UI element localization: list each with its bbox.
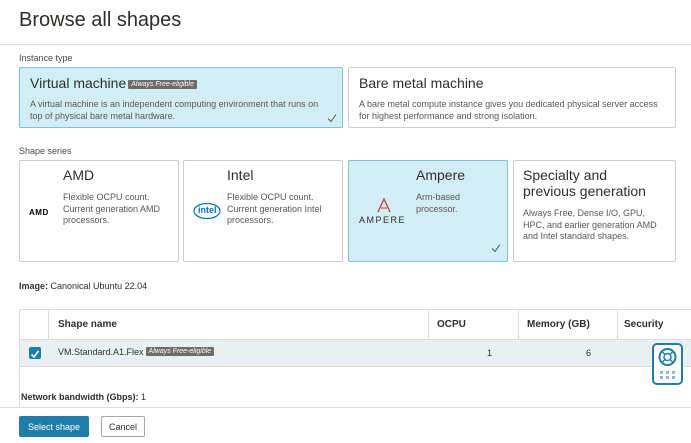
network-bandwidth: Network bandwidth (Gbps): 1	[21, 392, 146, 402]
memory-cell: 6	[586, 348, 592, 358]
cancel-button[interactable]: Cancel	[101, 416, 145, 437]
ocpu-cell: 1	[487, 348, 493, 358]
column-header-ocpu[interactable]: OCPU	[429, 310, 519, 339]
select-shape-button[interactable]: Select shape	[19, 416, 89, 437]
grid-icon	[660, 371, 675, 379]
bare-metal-title: Bare metal machine	[359, 75, 484, 91]
image-info: Image: Canonical Ubuntu 22.04	[19, 281, 147, 291]
check-icon	[491, 244, 501, 253]
intel-description: Flexible OCPU count. Current generation …	[227, 192, 322, 225]
ampere-logo-icon: AMPERE	[357, 196, 411, 226]
shape-series-intel[interactable]: Intel intel Flexible OCPU count. Current…	[183, 160, 343, 262]
help-button[interactable]	[652, 343, 683, 385]
intel-logo-icon: intel	[193, 202, 221, 220]
column-header-security[interactable]: Security	[624, 319, 664, 330]
shape-name-text: VM.Standard.A1.Flex	[58, 347, 144, 357]
row-checkbox[interactable]	[29, 347, 41, 359]
table-header-divider	[20, 339, 691, 340]
intel-logo-text: intel	[198, 205, 217, 215]
image-label: Image:	[19, 281, 49, 291]
ampere-description: Arm-based processor.	[416, 192, 461, 214]
header-divider	[0, 44, 691, 45]
shape-series-amd[interactable]: AMD AMD Flexible OCPU count. Current gen…	[19, 160, 179, 262]
shape-series-ampere[interactable]: Ampere AMPERE Arm-based processor.	[348, 160, 508, 262]
instance-type-description: A virtual machine is an independent comp…	[30, 99, 319, 121]
page-title: Browse all shapes	[19, 9, 182, 31]
network-bandwidth-value: 1	[141, 392, 147, 402]
shape-series-label: Shape series	[19, 146, 72, 156]
instance-type-label: Instance type	[19, 53, 73, 63]
specialty-title: Specialty and previous generation	[523, 167, 646, 199]
lifebuoy-icon	[658, 348, 677, 379]
check-icon	[327, 114, 337, 123]
column-header-shape-name[interactable]: Shape name	[49, 310, 429, 339]
specialty-description: Always Free, Dense I/O, GPU, HPC, and ea…	[523, 208, 657, 241]
ampere-logo-text: AMPERE	[359, 215, 407, 225]
column-header-memory[interactable]: Memory (GB)	[519, 310, 618, 339]
image-value: Canonical Ubuntu 22.04	[50, 281, 148, 291]
shapes-table: Shape name OCPU Memory (GB) Security VM.…	[19, 309, 691, 409]
instance-type-bare-metal[interactable]: Bare metal machine A bare metal compute …	[348, 67, 676, 128]
select-column-header	[20, 310, 49, 339]
network-bandwidth-label: Network bandwidth (Gbps):	[21, 392, 139, 402]
amd-logo-icon: AMD	[29, 208, 49, 217]
dialog-footer: Select shape Cancel	[0, 407, 691, 443]
amd-title: AMD	[63, 167, 95, 183]
intel-title: Intel	[227, 167, 254, 183]
checkmark-icon	[30, 350, 40, 359]
always-free-badge: Always Free-eligible	[145, 347, 215, 356]
bare-metal-description: A bare metal compute instance gives you …	[359, 99, 658, 121]
always-free-badge: Always Free-eligible	[128, 80, 197, 89]
shape-series-specialty[interactable]: Specialty and previous generation Always…	[513, 160, 676, 262]
amd-description: Flexible OCPU count. Current generation …	[63, 192, 161, 225]
ampere-title: Ampere	[416, 167, 466, 183]
vm-title-text: Virtual machine	[30, 75, 127, 91]
